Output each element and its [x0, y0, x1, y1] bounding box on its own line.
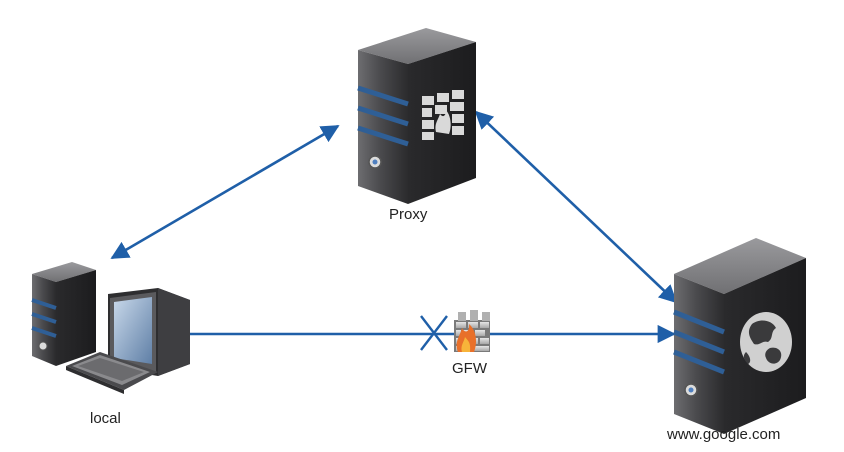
blocked-x-icon [420, 315, 448, 351]
local-label: local [90, 410, 121, 427]
web-server-icon [673, 238, 806, 434]
gfw-label: GFW [452, 360, 487, 377]
desktop-computer-icon [31, 262, 190, 394]
tower-icon [31, 262, 96, 366]
keyboard-icon [66, 352, 158, 394]
link-local-proxy [110, 124, 340, 260]
firewall-icon [454, 310, 490, 352]
firewall-server-icon [357, 28, 476, 204]
proxy-label: Proxy [389, 206, 428, 223]
google-label: www.google.com [667, 426, 781, 443]
monitor-icon [108, 288, 190, 376]
link-proxy-google [474, 110, 678, 304]
globe-icon [740, 312, 792, 372]
